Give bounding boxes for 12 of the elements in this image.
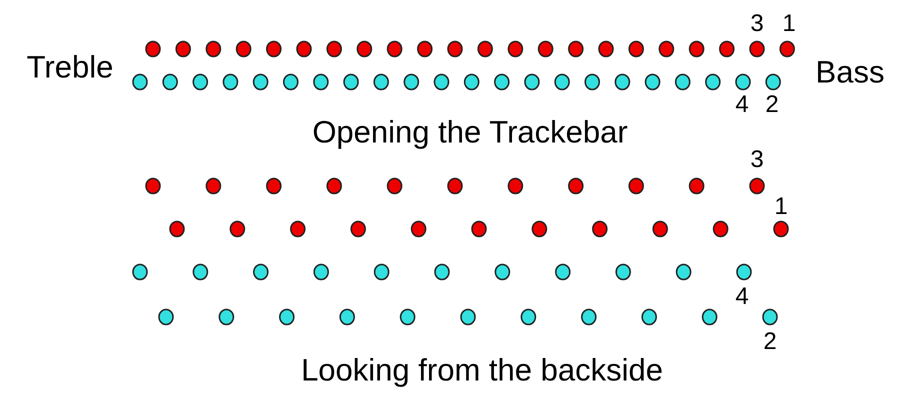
side-label: Bass bbox=[816, 56, 884, 88]
hole-number: 2 bbox=[763, 330, 777, 354]
side-label: Treble bbox=[26, 52, 114, 82]
hole-number: 1 bbox=[774, 195, 788, 219]
caption: Opening the Trackebar bbox=[312, 116, 628, 148]
hole-number: 4 bbox=[735, 285, 749, 309]
hole-number: 2 bbox=[765, 93, 779, 117]
hole-number: 1 bbox=[782, 12, 796, 36]
hole-number: 4 bbox=[735, 93, 749, 117]
caption: Looking from the backside bbox=[301, 354, 663, 386]
hole-number: 3 bbox=[750, 148, 764, 172]
hole-number: 3 bbox=[750, 12, 764, 36]
